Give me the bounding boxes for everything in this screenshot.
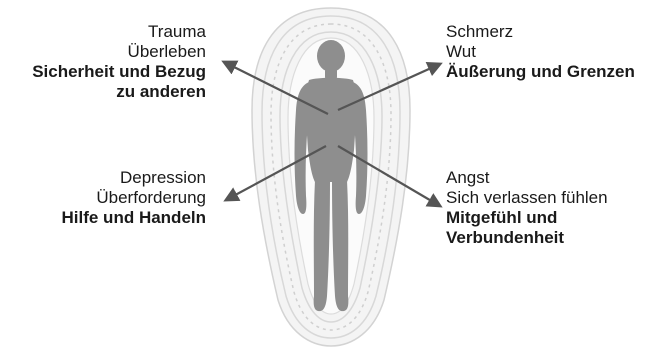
label-aeusserung-grenzen: Äußerung und Grenzen bbox=[446, 62, 635, 82]
label-hilfe-handeln: Hilfe und Handeln bbox=[62, 208, 207, 228]
label-schmerz: Schmerz bbox=[446, 22, 635, 42]
label-group-top-left: Trauma Überleben Sicherheit und Bezug zu… bbox=[32, 22, 206, 102]
label-depression: Depression bbox=[62, 168, 207, 188]
label-verbundenheit: Verbundenheit bbox=[446, 228, 608, 248]
label-mitgefuehl: Mitgefühl und bbox=[446, 208, 608, 228]
head bbox=[317, 40, 345, 72]
label-group-bottom-right: Angst Sich verlassen fühlen Mitgefühl un… bbox=[446, 168, 608, 248]
label-sicherheit: Sicherheit und Bezug bbox=[32, 62, 206, 82]
label-wut: Wut bbox=[446, 42, 635, 62]
label-group-bottom-left: Depression Überforderung Hilfe und Hande… bbox=[62, 168, 207, 228]
label-ueberleben: Überleben bbox=[32, 42, 206, 62]
label-zu-anderen: zu anderen bbox=[32, 82, 206, 102]
label-sich-verlassen: Sich verlassen fühlen bbox=[446, 188, 608, 208]
label-ueberforderung: Überforderung bbox=[62, 188, 207, 208]
label-angst: Angst bbox=[446, 168, 608, 188]
torso bbox=[306, 78, 356, 182]
label-group-top-right: Schmerz Wut Äußerung und Grenzen bbox=[446, 22, 635, 82]
label-trauma: Trauma bbox=[32, 22, 206, 42]
